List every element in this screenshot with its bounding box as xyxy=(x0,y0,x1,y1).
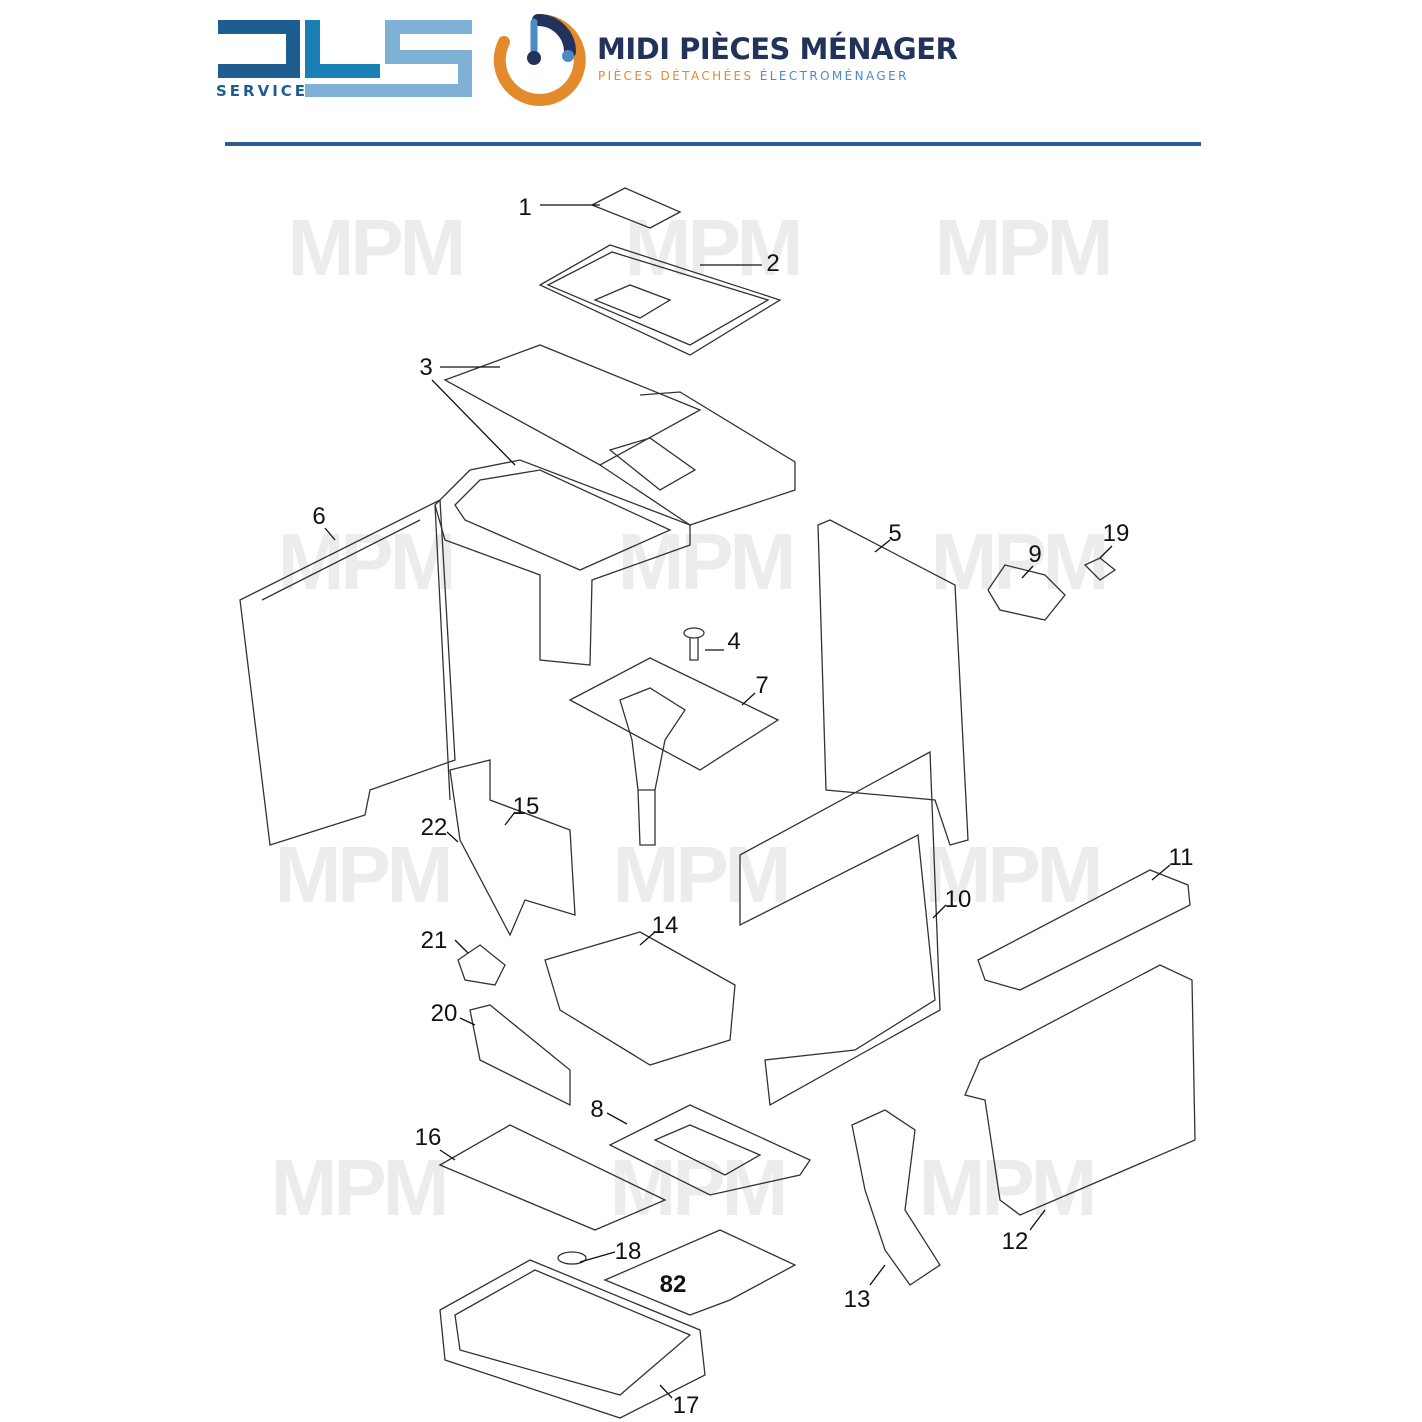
watermark: MPM xyxy=(274,830,454,919)
part-8-tray xyxy=(608,1104,811,1196)
part-11-tray-top xyxy=(977,869,1191,991)
part-17-base xyxy=(439,1259,706,1419)
watermark: MPM xyxy=(617,517,797,606)
callout-3: 3 xyxy=(419,354,433,381)
callout-13: 13 xyxy=(843,1286,871,1313)
part-14-grounds-box xyxy=(544,931,736,1066)
callout-14: 14 xyxy=(651,912,679,939)
callout-7: 7 xyxy=(755,672,769,699)
callout-17: 17 xyxy=(672,1392,700,1419)
part-13-spout-cover xyxy=(851,1109,941,1286)
watermark: MPM xyxy=(930,517,1110,606)
watermark: MPM xyxy=(277,517,457,606)
brand-subtitle-a: PIÈCES DÉTACHÉES xyxy=(598,69,754,83)
callout-5: 5 xyxy=(888,520,902,547)
callout-6: 6 xyxy=(312,503,326,530)
part-10-front-frame xyxy=(739,750,941,1107)
watermark: MPM xyxy=(918,1143,1098,1232)
callout-4: 4 xyxy=(727,628,741,655)
part-3-top-panel xyxy=(443,344,796,526)
callout-15: 15 xyxy=(512,793,540,820)
callout-19: 19 xyxy=(1102,520,1130,547)
callout-9: 9 xyxy=(1028,541,1042,568)
part-21-holder xyxy=(457,944,506,986)
part-2-lid xyxy=(538,244,782,356)
header: SERVICE MIDI PIÈCES MÉNAGER PIÈCES DÉTAC… xyxy=(0,0,1422,150)
callout-8: 8 xyxy=(590,1096,604,1123)
part-82-drawer xyxy=(603,1229,797,1316)
part-9-switch xyxy=(987,564,1066,621)
mpm-logo-icon xyxy=(493,13,586,106)
callout-11: 11 xyxy=(1168,844,1194,871)
part-1-grid-cover xyxy=(590,187,682,229)
part-20-door xyxy=(469,1004,571,1107)
part-16-cup-grid xyxy=(438,1124,667,1231)
brand-title: MIDI PIÈCES MÉNAGER xyxy=(597,32,958,66)
part-7-drip-funnel xyxy=(568,657,780,846)
brand-subtitle: PIÈCES DÉTACHÉES ÉLECTROMÉNAGER xyxy=(598,69,909,83)
part-15-22-front-cover xyxy=(449,759,576,937)
callout-12: 12 xyxy=(1001,1228,1029,1255)
callout-2: 2 xyxy=(766,250,780,277)
frame-main xyxy=(434,459,691,801)
part-19-clip xyxy=(1083,557,1117,581)
callout-82: 82 xyxy=(659,1271,687,1298)
leader-lines xyxy=(324,204,1171,1399)
watermark: MPM xyxy=(287,203,467,292)
part-4-knob xyxy=(683,627,705,661)
callout-10: 10 xyxy=(944,886,972,913)
callout-21: 21 xyxy=(420,927,448,954)
watermark: MPM xyxy=(924,830,1104,919)
watermark: MPM xyxy=(624,203,804,292)
dls-logo xyxy=(218,20,472,97)
part-6-side-panel xyxy=(239,498,456,846)
callout-18: 18 xyxy=(614,1238,642,1265)
callout-20: 20 xyxy=(430,1000,458,1027)
part-12-water-tank xyxy=(964,964,1196,1216)
watermark: MPM xyxy=(270,1143,450,1232)
watermark: MPM xyxy=(934,203,1114,292)
callout-22: 22 xyxy=(420,814,448,841)
header-divider xyxy=(225,142,1201,146)
part-18-foot xyxy=(557,1251,587,1265)
brand-subtitle-b: ÉLECTROMÉNAGER xyxy=(759,69,909,83)
callout-16: 16 xyxy=(414,1124,442,1151)
dls-service-text: SERVICE xyxy=(216,82,309,100)
part-5-rear-panel xyxy=(817,519,969,846)
callout-1: 1 xyxy=(518,194,532,221)
